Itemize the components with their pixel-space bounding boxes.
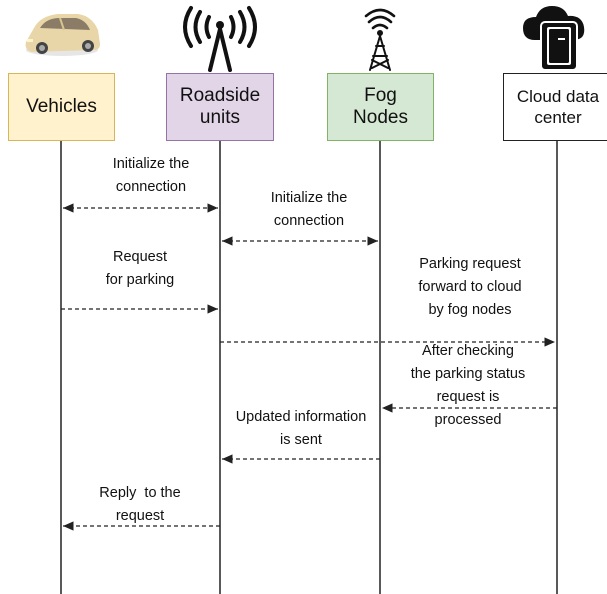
message-line: processed	[434, 412, 502, 428]
participant-label: units	[199, 107, 241, 128]
message-line: request	[115, 508, 165, 524]
participant-vehicles: Vehicles	[8, 73, 115, 141]
message-line: Reply to the	[99, 485, 181, 501]
message-line: is sent	[280, 432, 322, 448]
message-label-reply: Reply to the request	[70, 482, 210, 528]
message-line: for parking	[105, 272, 175, 288]
car-icon	[25, 14, 101, 56]
message-line: Parking request	[419, 256, 521, 272]
participant-label: Fog	[364, 85, 397, 106]
message-line: Updated information	[235, 409, 367, 425]
participant-label: Cloud data	[516, 87, 600, 106]
radio-tower-icon	[364, 8, 396, 71]
message-line: After checking	[422, 343, 514, 359]
message-line: connection	[273, 213, 345, 229]
message-line: Request	[112, 249, 167, 265]
message-line: request is	[436, 389, 500, 405]
message-line: the parking status	[410, 366, 526, 382]
message-label-parking-request: Request for parking	[70, 246, 210, 292]
message-line: Initialize the	[112, 156, 190, 172]
message-line: forward to cloud	[418, 279, 522, 295]
participant-roadside-units: Roadside units	[166, 73, 274, 141]
message-line: connection	[115, 179, 187, 195]
participant-fog-nodes: Fog Nodes	[327, 73, 434, 141]
cloud-server-icon	[523, 6, 585, 71]
participant-label: center	[534, 108, 582, 127]
message-label-init-vehicle-rsu: Initialize the connection	[81, 153, 221, 199]
participant-label: Nodes	[353, 107, 408, 128]
message-label-cloud-processing: After checking the parking status reques…	[393, 340, 543, 432]
message-line: by fog nodes	[428, 302, 512, 318]
message-line: Initialize the	[270, 190, 348, 206]
participant-cloud-data-center: Cloud data center	[503, 73, 607, 141]
message-label-forward-to-cloud: Parking request forward to cloud by fog …	[395, 253, 545, 322]
message-label-updated-info: Updated information is sent	[221, 406, 381, 452]
participant-label: Vehicles	[26, 96, 97, 117]
antenna-tower-icon	[183, 6, 257, 72]
participant-label: Roadside	[179, 85, 261, 106]
message-label-init-rsu-fog: Initialize the connection	[239, 187, 379, 233]
